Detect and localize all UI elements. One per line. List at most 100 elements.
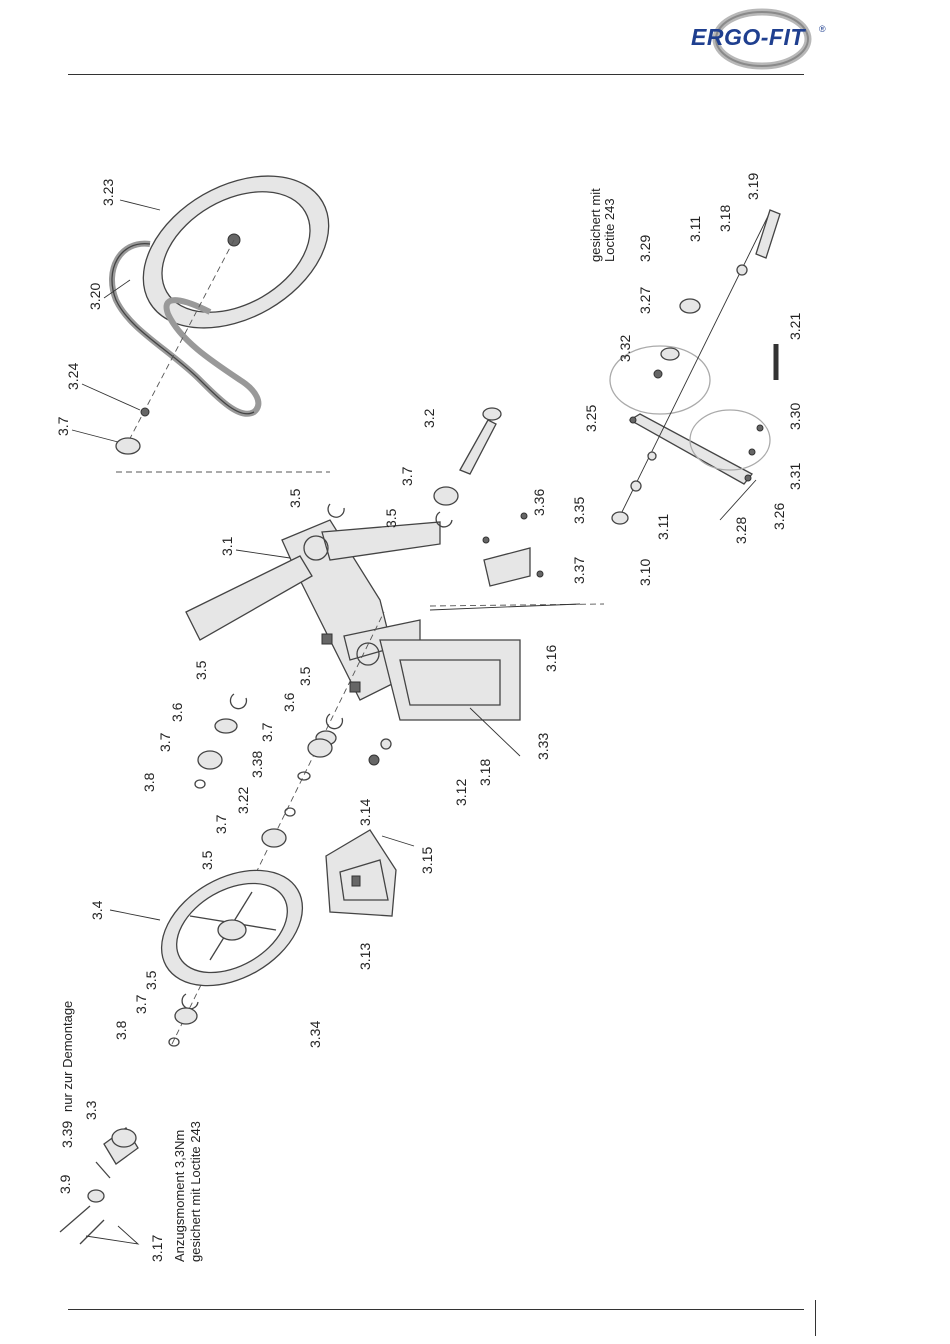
axis-line-arm — [619, 211, 771, 517]
ring-3-8-handwheel — [168, 1037, 180, 1047]
label-3-4: 3.4 — [89, 900, 105, 920]
bearing-3-7-top — [115, 437, 141, 455]
label-3-18-a: 3.18 — [717, 205, 733, 232]
screw-3-30 — [756, 424, 764, 432]
bolt-3-19 — [755, 209, 781, 259]
label-3-15: 3.15 — [419, 847, 435, 874]
label-3-38: 3.38 — [249, 751, 265, 778]
washer-3-18-arm — [736, 264, 748, 276]
label-3-7-e: 3.7 — [213, 814, 229, 834]
bearing-3-29 — [679, 298, 701, 314]
label-3-7-b: 3.7 — [399, 466, 415, 486]
clip-3-24 — [140, 407, 150, 417]
label-3-5-c: 3.5 — [193, 660, 209, 680]
label-3-2: 3.2 — [421, 408, 437, 428]
label-3-6-b: 3.6 — [281, 692, 297, 712]
header-rule — [68, 74, 804, 75]
note-loctite-b-line1: gesichert mit — [588, 188, 603, 262]
label-3-3: 3.3 — [83, 1100, 99, 1120]
circlip-3-5-left-upper — [229, 693, 248, 710]
bearing-3-27 — [660, 347, 680, 361]
label-3-20: 3.20 — [87, 283, 103, 310]
label-3-31: 3.31 — [787, 463, 803, 490]
label-3-7-a: 3.7 — [55, 416, 71, 436]
label-3-7-d: 3.7 — [259, 722, 275, 742]
label-3-24: 3.24 — [65, 363, 81, 390]
ergo-fit-logo-ring — [712, 8, 812, 70]
label-3-8-a: 3.8 — [141, 772, 157, 792]
label-3-5-e: 3.5 — [199, 850, 215, 870]
bearing-3-7-handwheel — [174, 1007, 198, 1025]
label-3-36: 3.36 — [531, 489, 547, 516]
label-3-17: 3.17 — [149, 1235, 165, 1262]
note-torque: Anzugsmoment 3,3Nm — [172, 1130, 187, 1262]
label-3-28: 3.28 — [733, 517, 749, 544]
label-3-13: 3.13 — [357, 943, 373, 970]
label-3-34: 3.34 — [307, 1021, 323, 1048]
label-3-10: 3.10 — [637, 559, 653, 586]
label-3-14: 3.14 — [357, 799, 373, 826]
nut-3-32 — [653, 369, 663, 379]
leader-lines — [71, 199, 757, 921]
label-3-12: 3.12 — [453, 779, 469, 806]
spacer-3-38 — [297, 771, 311, 781]
label-3-35: 3.35 — [571, 497, 587, 524]
label-3-9: 3.9 — [57, 1174, 73, 1194]
label-3-19: 3.19 — [745, 173, 761, 200]
label-3-5-f: 3.5 — [143, 970, 159, 990]
label-3-29: 3.29 — [637, 235, 653, 262]
label-3-7-f: 3.7 — [133, 994, 149, 1014]
ring-3-8-left — [194, 779, 206, 789]
logo-text: ERGO-FIT — [691, 24, 805, 50]
label-3-25: 3.25 — [583, 405, 599, 432]
shaft-3-2 — [433, 407, 502, 506]
washer-3-28 — [647, 451, 657, 461]
label-3-26: 3.26 — [771, 503, 787, 530]
leader-3-17 — [85, 1225, 140, 1245]
label-3-22: 3.22 — [235, 787, 251, 814]
hub-3-3 — [59, 1127, 139, 1245]
nut-3-12 — [368, 754, 380, 766]
circlip-3-5-shaft — [435, 511, 453, 528]
note-loctite-b-line2: Loctite 243 — [602, 198, 617, 262]
label-3-18-b: 3.18 — [477, 759, 493, 786]
bushing-3-10 — [611, 511, 629, 525]
bracket-3-35 — [482, 512, 544, 587]
label-3-11-b: 3.11 — [655, 514, 671, 540]
circlip-3-5-frame — [327, 503, 345, 518]
bearing-3-7-left — [197, 750, 223, 770]
label-3-5-b: 3.5 — [383, 508, 399, 528]
arm-3-25 — [609, 345, 771, 485]
note-demontage: nur zur Demontage — [60, 1001, 75, 1112]
label-3-7-c: 3.7 — [157, 732, 173, 752]
label-3-1: 3.1 — [219, 536, 235, 556]
footer-rule — [68, 1309, 804, 1310]
bearing-3-7-lower — [261, 828, 287, 848]
part-labels: 3.23 3.20 3.24 3.7 3.5 3.7 3.2 3.5 3.1 3… — [55, 173, 803, 1262]
label-3-21: 3.21 — [787, 313, 803, 340]
handwheel-3-4 — [160, 869, 304, 987]
label-3-5-d: 3.5 — [297, 666, 313, 686]
label-3-27: 3.27 — [637, 287, 653, 314]
label-3-6-a: 3.6 — [169, 702, 185, 722]
label-3-37: 3.37 — [571, 557, 587, 584]
footer-page-marker — [815, 1300, 816, 1336]
washer-3-11 — [630, 480, 642, 492]
label-3-23: 3.23 — [100, 179, 116, 206]
washer-3-6-left — [214, 718, 238, 734]
label-3-33: 3.33 — [535, 733, 551, 760]
washer-3-18-frame — [380, 738, 392, 750]
circlip-3-5-mid — [325, 713, 344, 730]
logo-registered-mark: ® — [819, 24, 826, 34]
label-3-39: 3.39 — [59, 1121, 75, 1148]
label-3-16: 3.16 — [543, 645, 559, 672]
label-3-8-b: 3.8 — [113, 1020, 129, 1040]
label-3-5-a: 3.5 — [287, 488, 303, 508]
bearing-3-7-mid — [307, 738, 333, 758]
flywheel-3-23 — [142, 175, 330, 329]
ring-3-22 — [284, 807, 296, 817]
note-loctite-a: gesichert mit Loctite 243 — [188, 1121, 203, 1262]
main-frame-3-1 — [185, 519, 521, 721]
label-3-32: 3.32 — [617, 335, 633, 362]
